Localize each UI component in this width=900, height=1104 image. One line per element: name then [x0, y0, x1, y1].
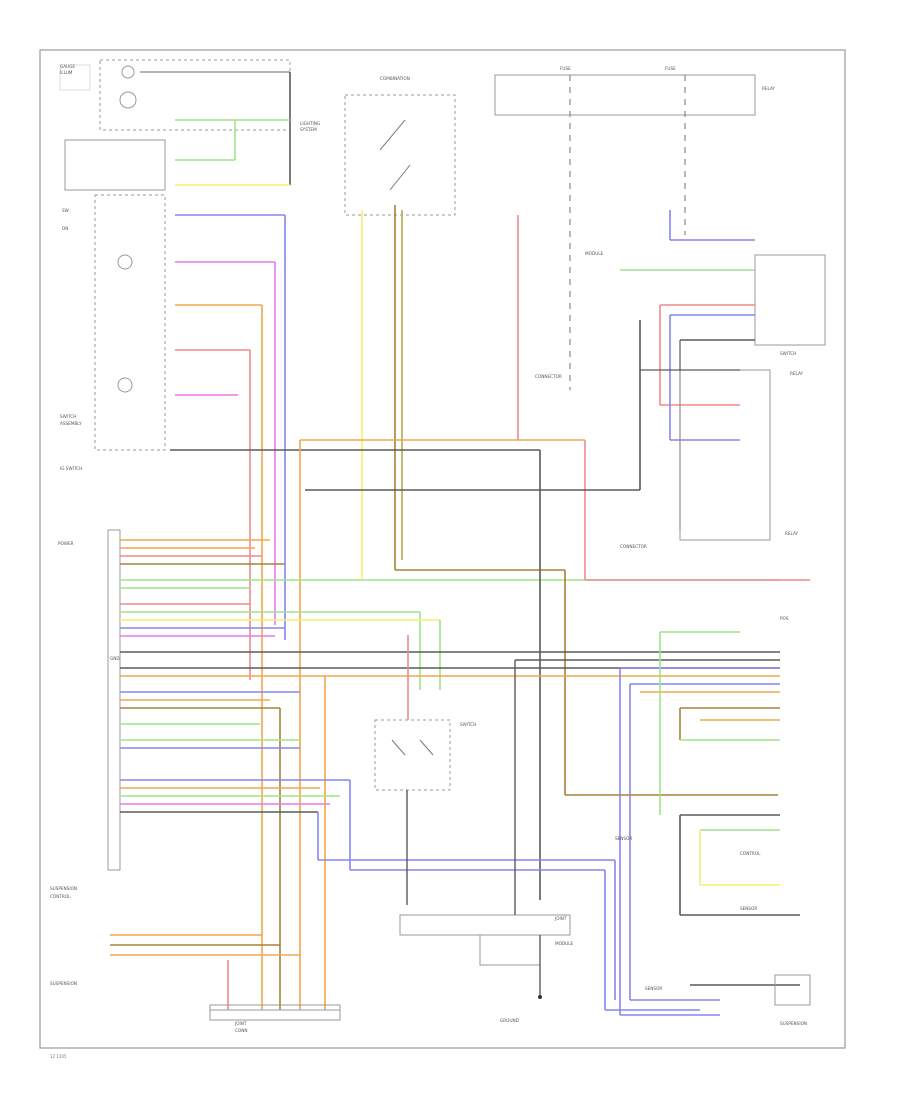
svg-text:SWITCH: SWITCH: [60, 414, 76, 419]
diagram-labels: GAUGE ILLUM LIGHTING SYSTEM SW ON SWITCH…: [50, 64, 807, 1033]
svg-text:SENSOR: SENSOR: [740, 906, 757, 911]
svg-text:POS: POS: [780, 616, 789, 621]
component-light: [64, 139, 166, 191]
svg-text:CONN: CONN: [235, 1028, 248, 1033]
svg-text:SYSTEM: SYSTEM: [300, 127, 317, 132]
svg-text:CONNECTOR: CONNECTOR: [535, 374, 562, 379]
svg-text:GND: GND: [110, 656, 120, 661]
control-module-connector: [107, 529, 121, 871]
svg-text:IG SWITCH: IG SWITCH: [60, 466, 82, 471]
svg-text:GAUGE: GAUGE: [60, 64, 75, 69]
svg-text:SUSPENSION: SUSPENSION: [780, 1021, 807, 1026]
middle-switch: [374, 635, 780, 999]
svg-text:SUSPENSION: SUSPENSION: [50, 981, 77, 986]
component-switch-assembly: [94, 194, 166, 451]
svg-text:MODULE: MODULE: [555, 941, 574, 946]
wires-bottom-left: [110, 934, 341, 1021]
wires-top-middle: [299, 94, 810, 1010]
svg-text:CONNECTOR: CONNECTOR: [620, 544, 647, 549]
svg-text:SWITCH: SWITCH: [780, 351, 796, 356]
wires-right-lower: [619, 631, 811, 1016]
svg-text:RELAY: RELAY: [790, 371, 804, 376]
svg-text:SENSOR: SENSOR: [645, 986, 662, 991]
svg-text:SUSPENSION: SUSPENSION: [50, 886, 77, 891]
svg-text:RELAY: RELAY: [785, 531, 799, 536]
svg-text:POWER: POWER: [58, 541, 74, 546]
svg-text:FUSE: FUSE: [665, 66, 676, 71]
svg-text:CONTROL: CONTROL: [740, 851, 761, 856]
svg-text:CONTROL: CONTROL: [50, 894, 71, 899]
svg-text:SENSOR: SENSOR: [615, 836, 632, 841]
svg-text:ASSEMBLY: ASSEMBLY: [60, 421, 82, 426]
diagram-border: [39, 49, 846, 1049]
svg-text:ON: ON: [62, 226, 68, 231]
svg-text:MODULE: MODULE: [585, 251, 604, 256]
diagram-footer-code: 12 1205: [50, 1054, 67, 1059]
wires-top-left: [140, 71, 300, 1010]
svg-text:GROUND: GROUND: [500, 1018, 519, 1023]
svg-text:LIGHTING: LIGHTING: [300, 121, 320, 126]
svg-text:JOINT: JOINT: [234, 1021, 247, 1026]
svg-text:JOINT: JOINT: [554, 916, 567, 921]
svg-text:RELAY: RELAY: [762, 86, 776, 91]
svg-text:SW: SW: [62, 208, 69, 213]
wires-control-module: [120, 539, 780, 1011]
svg-text:SWITCH: SWITCH: [460, 722, 476, 727]
svg-text:FUSE: FUSE: [560, 66, 571, 71]
fuse-relay-area: [494, 74, 826, 541]
svg-text:ILLUM: ILLUM: [60, 70, 73, 75]
svg-text:COMBINATION: COMBINATION: [380, 76, 410, 81]
